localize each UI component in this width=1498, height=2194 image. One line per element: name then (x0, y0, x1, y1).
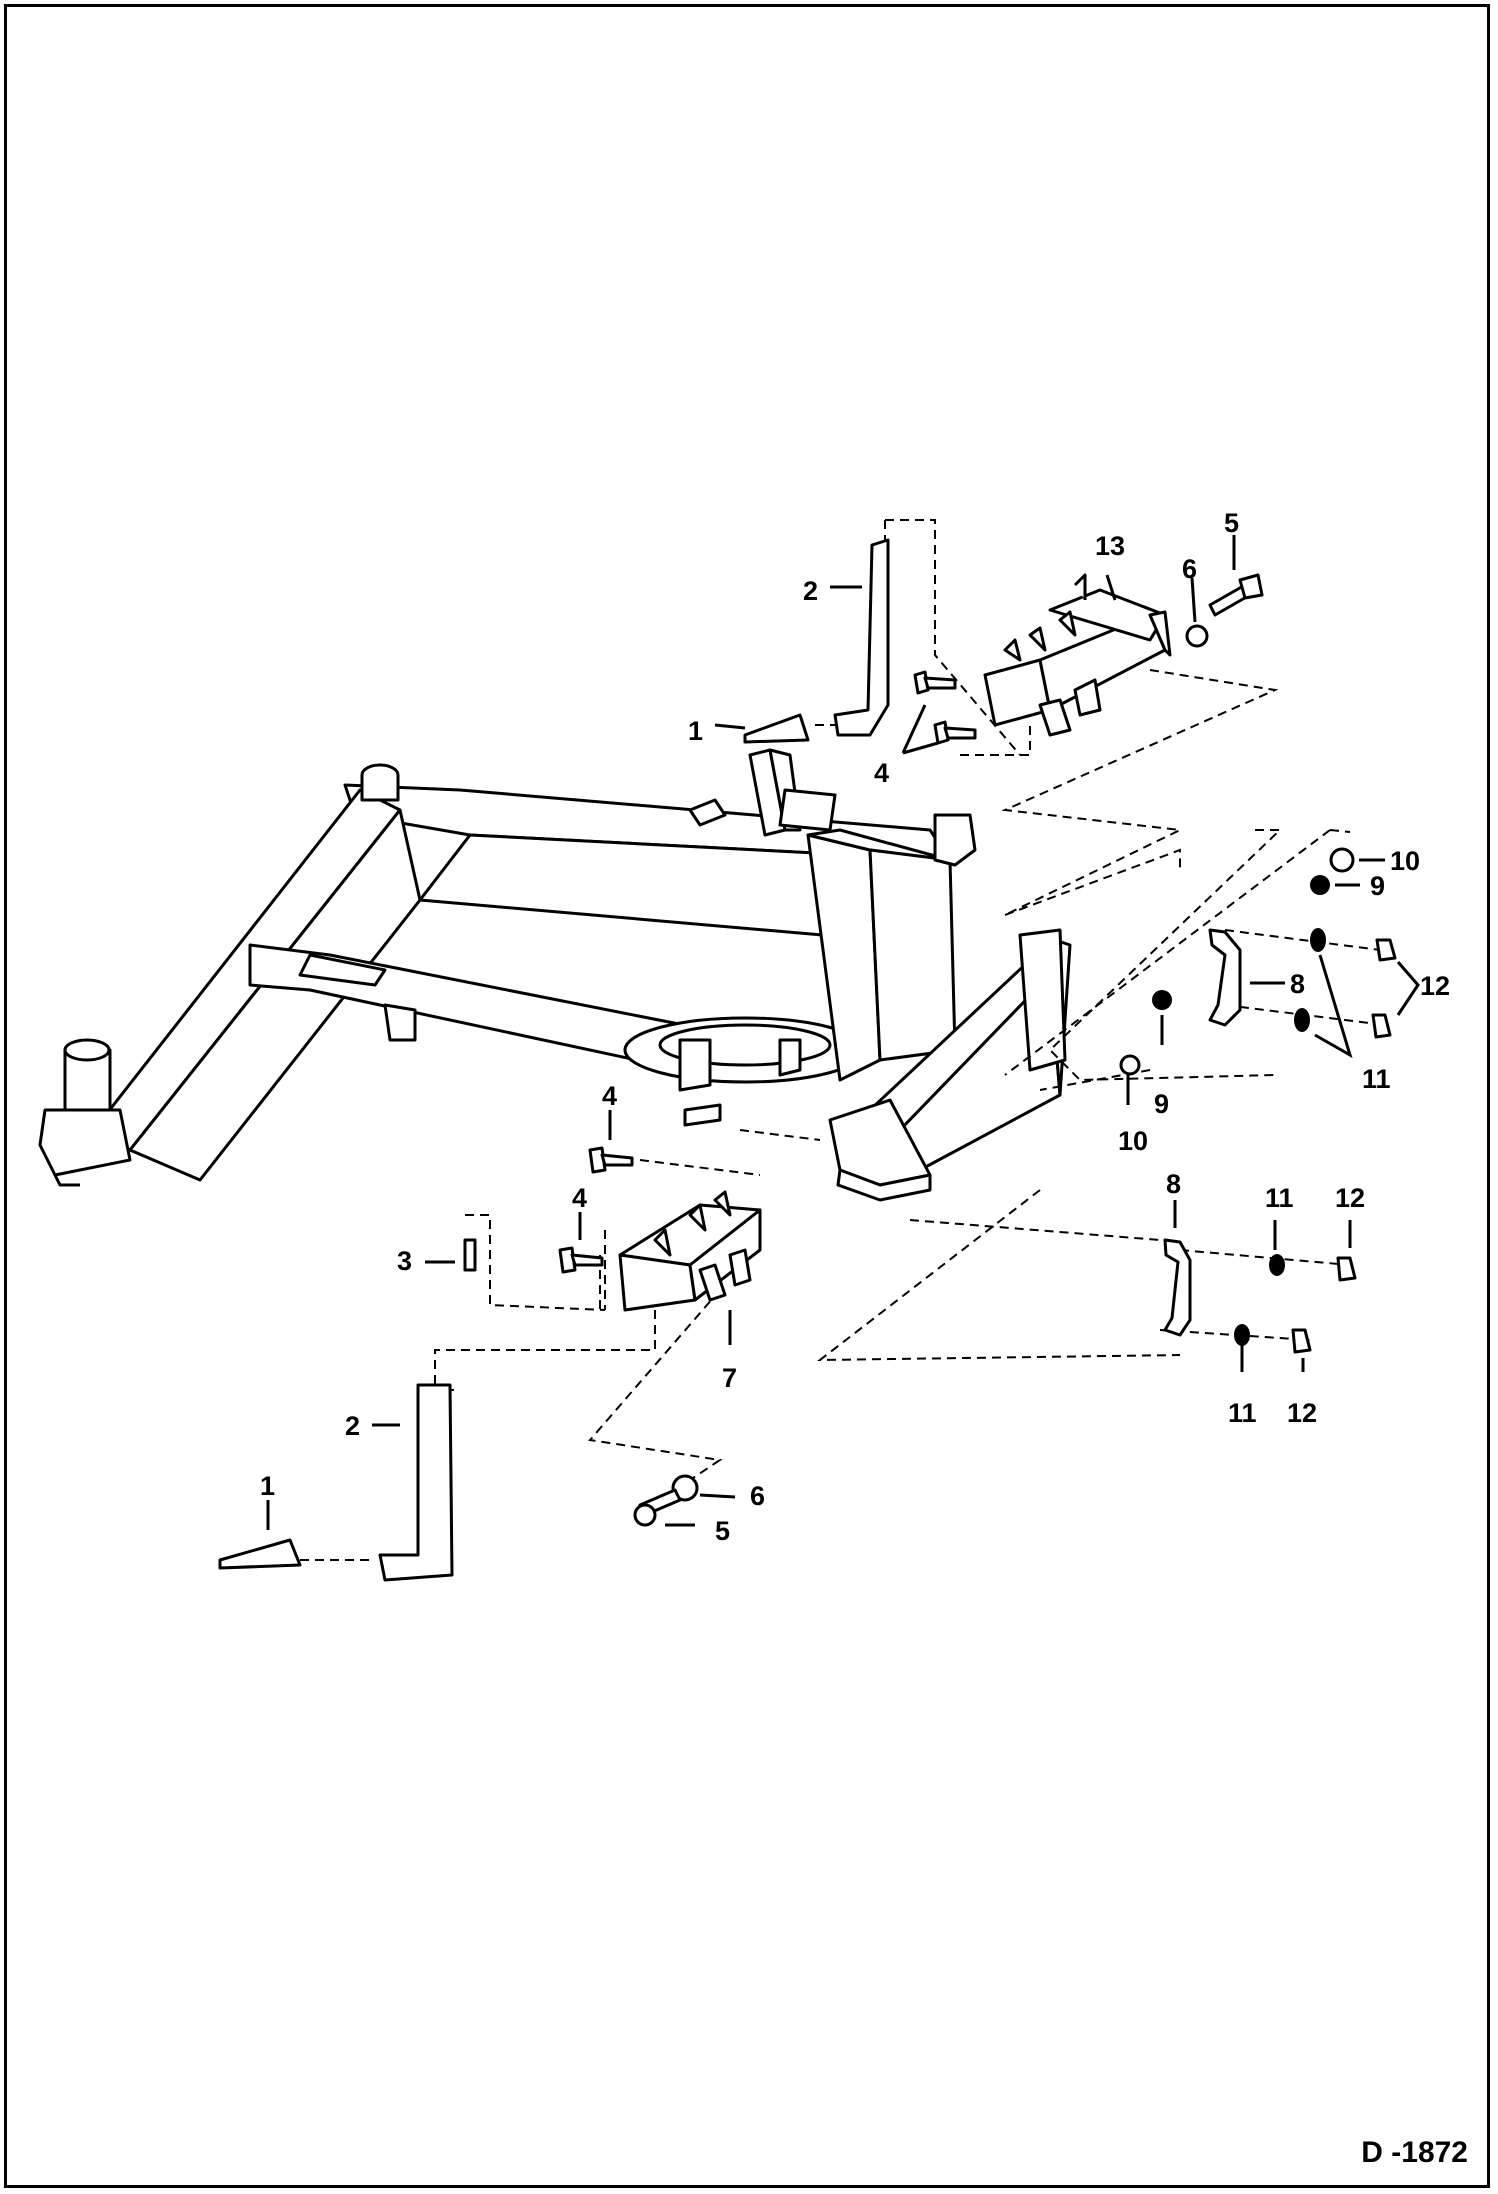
leader-lines (266, 535, 1420, 1530)
callout-5: 5 (715, 1516, 730, 1546)
diagram-border (4, 4, 1490, 2188)
callout-6: 6 (1182, 554, 1197, 584)
callout-2: 2 (345, 1411, 360, 1441)
bracket-part-lower (378, 1383, 454, 1582)
callout-4: 4 (602, 1081, 617, 1111)
callout-13: 13 (1095, 531, 1125, 561)
callout-1: 1 (688, 716, 703, 746)
callout-12: 12 (1287, 1398, 1317, 1428)
wedge-part-upper (743, 713, 810, 744)
callout-7: 7 (722, 1363, 737, 1393)
callout-6: 6 (750, 1481, 765, 1511)
callout-4: 4 (874, 758, 889, 788)
callout-10: 10 (1118, 1126, 1148, 1156)
callout-10: 10 (1390, 846, 1420, 876)
callout-12: 12 (1335, 1183, 1365, 1213)
callout-9: 9 (1154, 1089, 1169, 1119)
upper-bracket-assembly (983, 573, 1172, 737)
callout-labels: 1 2 4 13 6 5 10 9 8 12 11 9 10 4 4 3 7 8… (260, 508, 1450, 1546)
callout-8: 8 (1290, 969, 1305, 999)
callout-11: 11 (1362, 1064, 1391, 1094)
callout-12: 12 (1420, 971, 1450, 1001)
wedge-part-lower (218, 1538, 302, 1570)
callout-5: 5 (1224, 508, 1239, 538)
lower-bracket-assembly (618, 1190, 762, 1312)
callout-11: 11 (1228, 1398, 1257, 1428)
callout-1: 1 (260, 1471, 275, 1501)
bracket-part-upper (833, 538, 890, 737)
callout-4: 4 (572, 1183, 587, 1213)
callout-11: 11 (1265, 1183, 1294, 1213)
callout-9: 9 (1370, 871, 1385, 901)
loader-frame (38, 748, 1072, 1202)
callout-2: 2 (803, 576, 818, 606)
drawing-number: D -1872 (1361, 2136, 1468, 2169)
callout-8: 8 (1166, 1169, 1181, 1199)
callout-3: 3 (397, 1246, 412, 1276)
loose-parts (218, 538, 1397, 1582)
